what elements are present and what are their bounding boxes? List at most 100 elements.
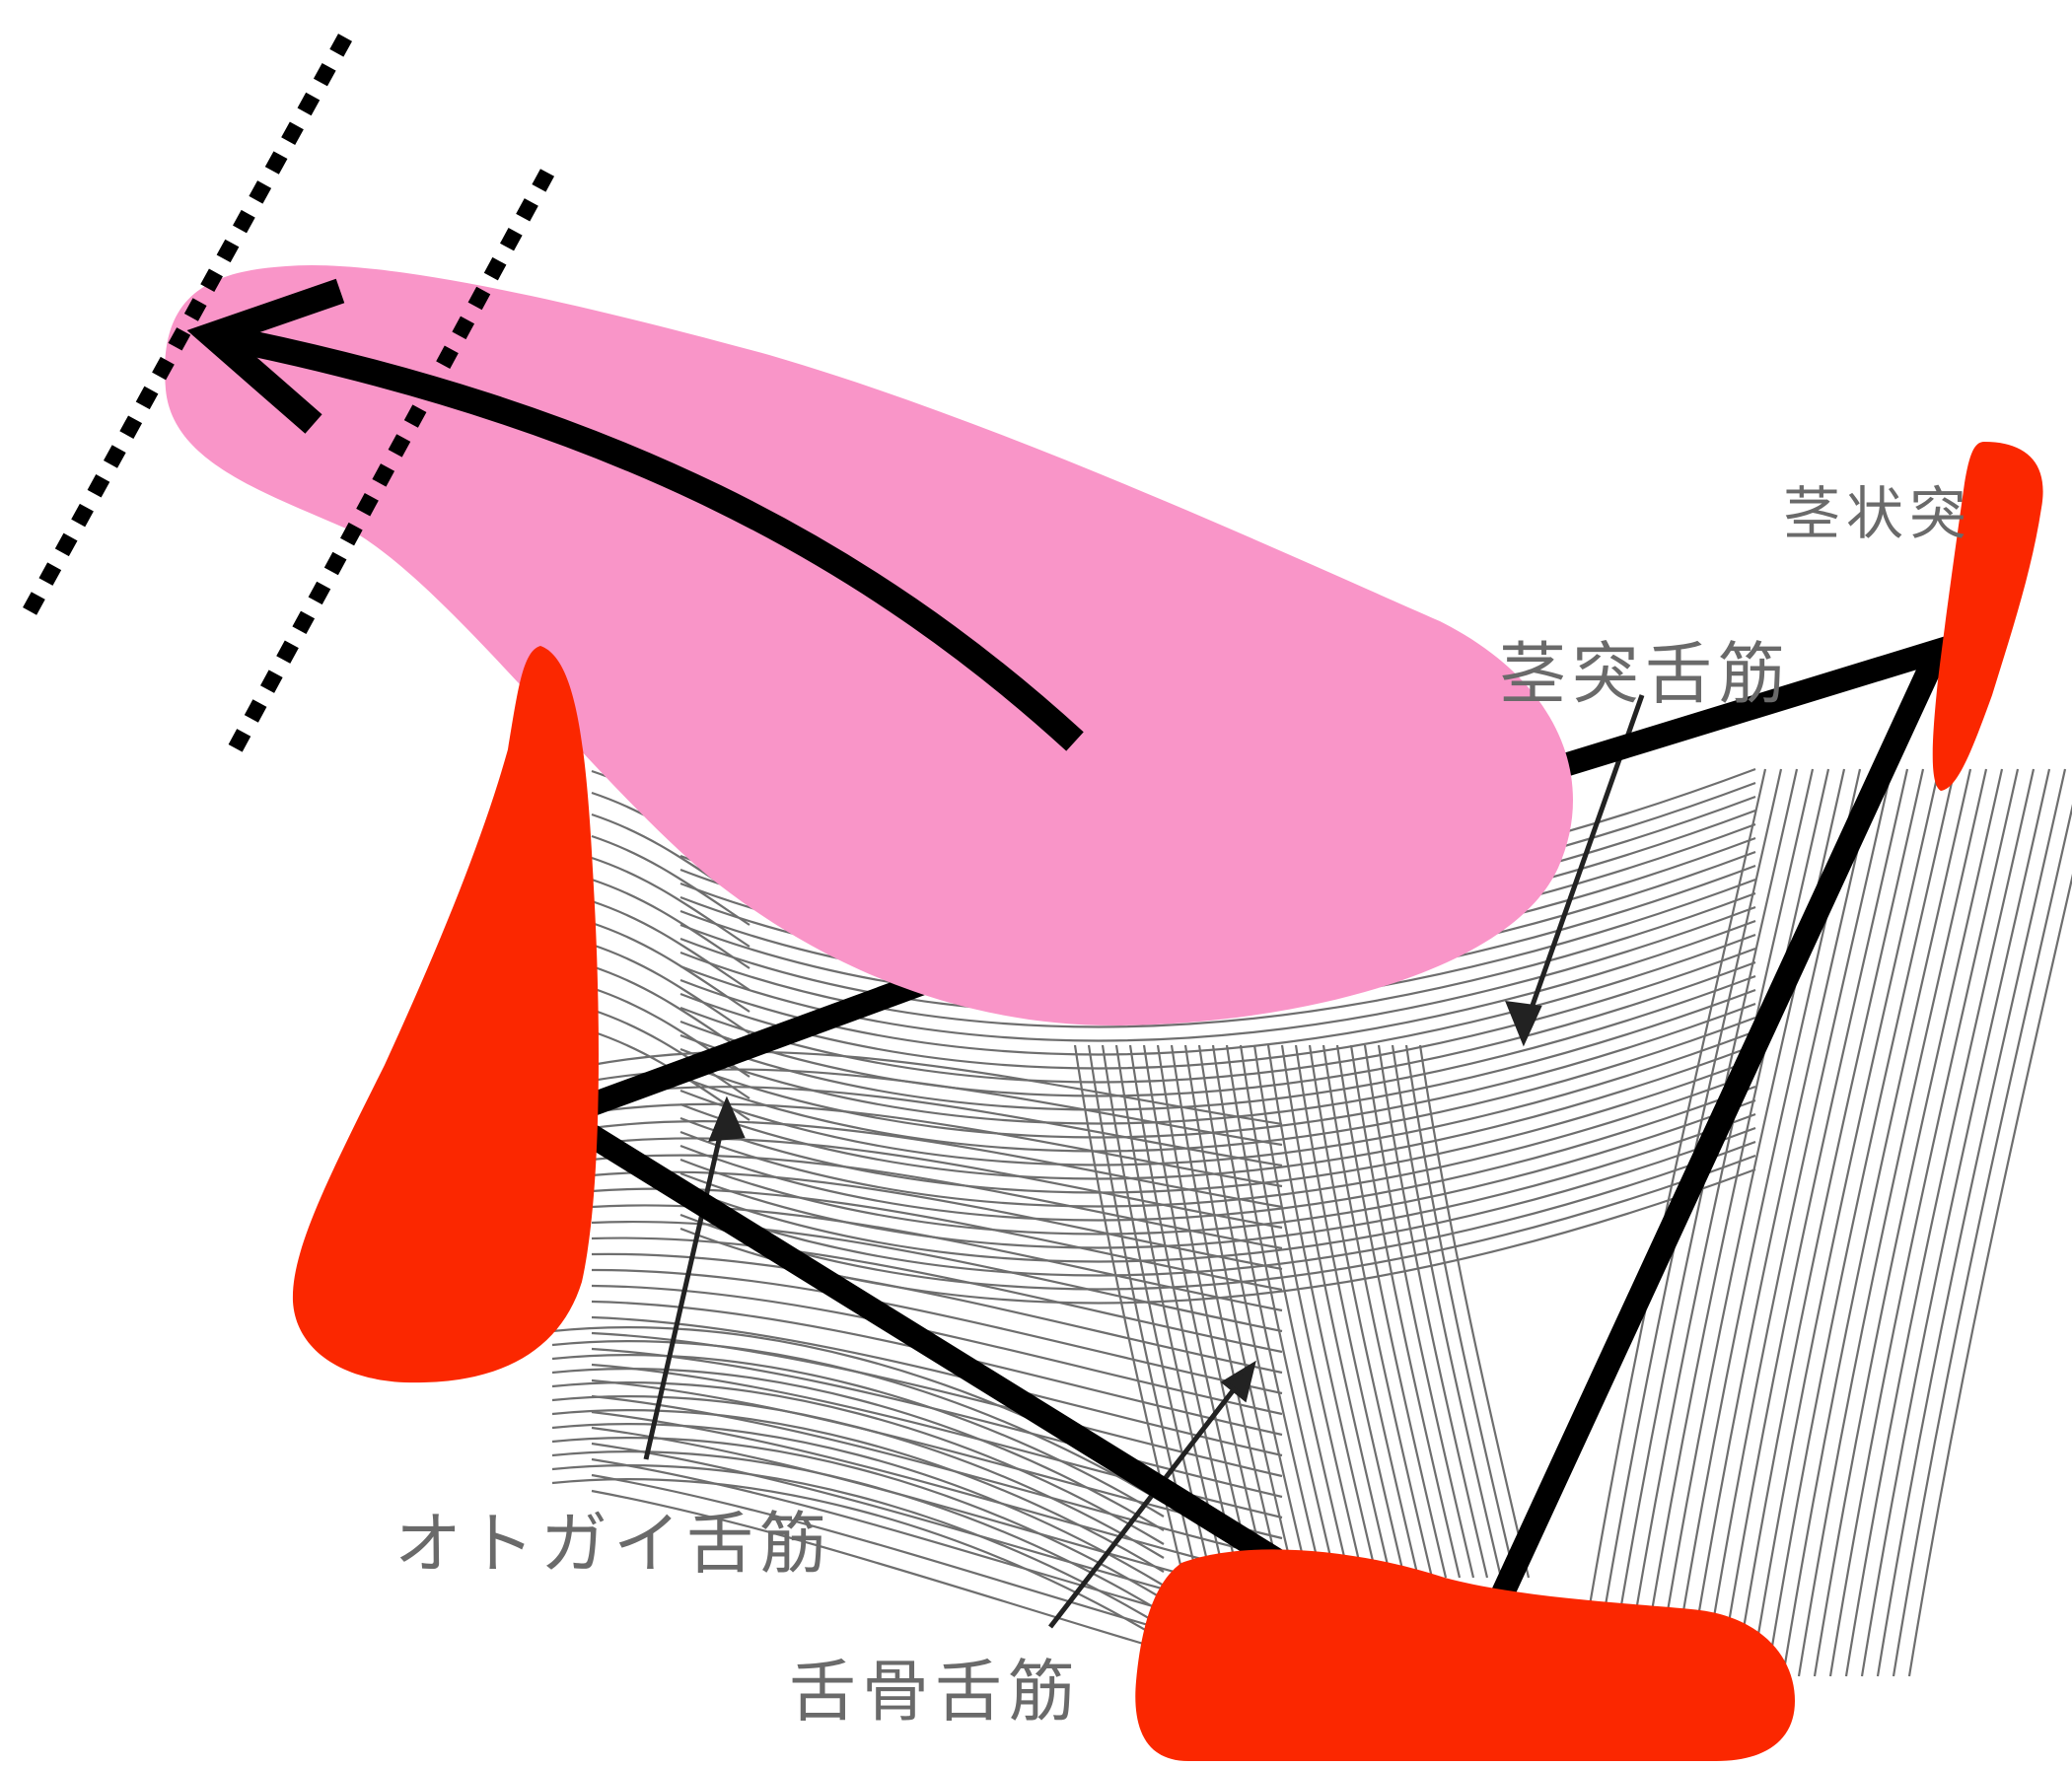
muscle-fiber-line [591,1008,750,1099]
muscle-fiber-line [1844,768,2036,1677]
muscle-fiber-line [591,1331,1283,1478]
dotted-line-outer [22,34,353,615]
muscle-fiber-line [679,1057,1756,1194]
muscle-fiber-line [1363,1044,1475,1579]
muscle-fiber-line [679,1112,1756,1249]
muscle-fiber-line [1734,768,1925,1677]
muscle-fiber-line [1608,768,1799,1677]
muscle-fiber-line [551,1437,1165,1600]
muscle-fiber-line [679,1140,1756,1277]
muscle-fiber-line [679,1098,1756,1236]
muscle-fiber-line [591,1236,1283,1354]
muscle-fiber-line [591,1315,1283,1457]
muscle-fiber-line [1576,768,1767,1677]
muscle-fiber-line [591,834,750,926]
muscle-fiber-line [591,856,750,948]
label-hyoglossus: 舌骨舌筋 [789,1654,1082,1731]
muscle-fiber-line [551,1464,1165,1628]
tongue-shape [165,264,1574,1025]
leader-styloglossus-head [1505,1000,1542,1047]
muscle-fiber-line [1073,1044,1185,1579]
muscle-fiber-line [591,964,750,1056]
label-styloglossus: 茎突舌筋 [1499,636,1792,714]
muscle-fiber-line [551,1340,1165,1504]
muscle-fiber-line [1828,768,2020,1677]
muscle-fiber-line [551,1423,1165,1587]
muscle-fiber-line [1322,1044,1434,1579]
muscle-fiber-line [591,1170,1283,1271]
muscle-fiber-line [1252,1044,1365,1579]
leader-genioglossus [643,1113,728,1460]
label-genioglossus: オトガイ舌筋 [394,1506,833,1584]
leader-genioglossus-head [708,1095,746,1142]
muscle-fiber-line [679,988,1756,1125]
muscle-fiber-line [1702,768,1893,1677]
muscle-fiber-line [1686,768,1878,1677]
muscle-fiber-line [679,1071,1756,1208]
muscle-fiber-line [1294,1044,1406,1579]
muscle-fiber-line [551,1478,1165,1642]
muscle-fiber-line [1239,1044,1351,1579]
muscle-fiber-line [1225,1044,1337,1579]
muscle-fiber-line [1813,768,2004,1677]
muscle-fiber-line [591,899,750,991]
muscle-fiber-line [591,1300,1283,1437]
muscle-fiber-line [1266,1044,1379,1579]
hyoid-bone-highlight [1135,1549,1795,1761]
muscle-fiber-line [1197,1044,1310,1579]
muscle-fiber-line [551,1381,1165,1545]
muscle-fiber-line [1907,874,2072,1677]
muscle-fiber-line [1418,1044,1531,1579]
muscle-fiber-line [679,1043,1756,1180]
muscle-fiber-line [551,1395,1165,1559]
muscle-fiber-line [1750,768,1941,1677]
muscle-fiber-line [1391,1044,1503,1579]
muscle-fiber-line [591,943,750,1034]
muscle-fiber-line [591,1154,1283,1250]
muscle-fiber-line [1280,1044,1393,1579]
muscle-fiber-line [679,891,1756,1028]
label-styloid-process: 茎状突 [1783,480,1973,547]
muscle-fiber-line [679,960,1756,1097]
muscle-fiber-line [1860,768,2051,1677]
muscle-fiber-line [1377,1044,1489,1579]
muscle-fiber-line [1765,768,1957,1677]
muscle-fiber-line [1128,1044,1241,1579]
muscle-fiber-line [1404,1044,1517,1579]
dotted-line-inner [227,169,555,753]
arrow-head-icon [186,278,345,434]
tongue-movement-arrow [209,322,1084,751]
muscle-fiber-line [1876,768,2067,1677]
muscle-fiber-line [1211,1044,1323,1579]
muscle-fiber-line [591,1394,1283,1561]
muscle-fiber-line [1592,768,1783,1677]
muscle-fiber-line [679,1002,1756,1139]
muscle-fiber-line [1142,1044,1254,1579]
muscle-fiber-line [679,1085,1756,1222]
muscle-fiber-line [1156,1044,1268,1579]
muscle-fiber-line [679,1126,1756,1263]
muscle-fiber-line [679,1016,1756,1153]
muscle-fiber-line [591,878,750,969]
muscle-fiber-line [1718,768,1909,1677]
muscle-fiber-line [1797,768,1988,1677]
muscle-fiber-line [551,1368,1165,1531]
muscle-fiber-line [551,1354,1165,1518]
muscle-fiber-line [1781,768,1972,1677]
muscle-fiber-line [1183,1044,1296,1579]
muscle-fiber-line [1170,1044,1282,1579]
muscle-fiber-line [679,905,1756,1042]
muscle-fiber-line [1308,1044,1420,1579]
muscle-fiber-line [591,1137,1283,1230]
muscle-fiber-line [679,974,1756,1111]
muscle-fiber-line [1639,768,1830,1677]
muscle-fiber-line [591,921,750,1013]
mandible-highlight [292,646,599,1383]
muscle-fibers [551,747,2072,1685]
muscle-fiber-line [591,1252,1283,1375]
muscle-fiber-line [1892,804,2072,1677]
leader-hyoglossus-head [1220,1360,1256,1403]
muscle-fiber-line [551,1450,1165,1614]
